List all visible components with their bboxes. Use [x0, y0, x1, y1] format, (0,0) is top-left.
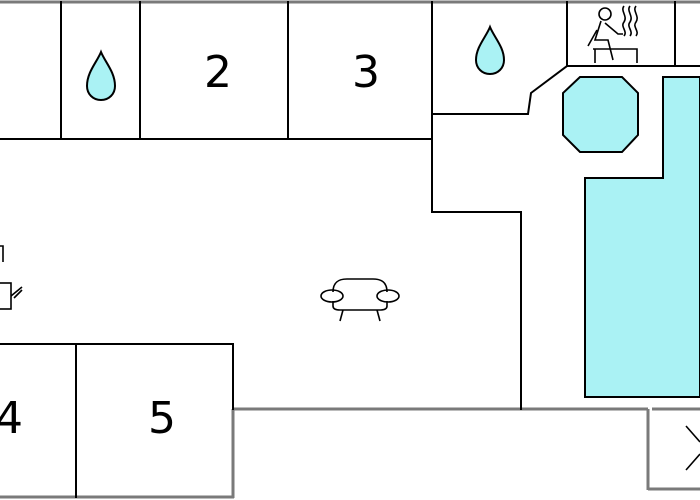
room-number-5: 5	[148, 393, 176, 444]
pool	[584, 76, 700, 398]
living-area-walls	[431, 211, 522, 410]
room-number-2: 2	[204, 47, 232, 98]
room-number-3: 3	[352, 47, 380, 98]
sofa-icon	[320, 278, 400, 322]
whirlpool-icon	[562, 76, 639, 153]
bottom-rooms-walls	[0, 343, 234, 498]
top-rooms-walls	[0, 1, 700, 213]
sauna-icon	[587, 5, 638, 63]
water-drop-icon	[474, 24, 506, 76]
door-icon	[685, 425, 700, 471]
water-drop-icon	[85, 49, 117, 102]
kitchen-stove-icon	[0, 245, 23, 310]
room-number-4: 4	[0, 393, 23, 444]
